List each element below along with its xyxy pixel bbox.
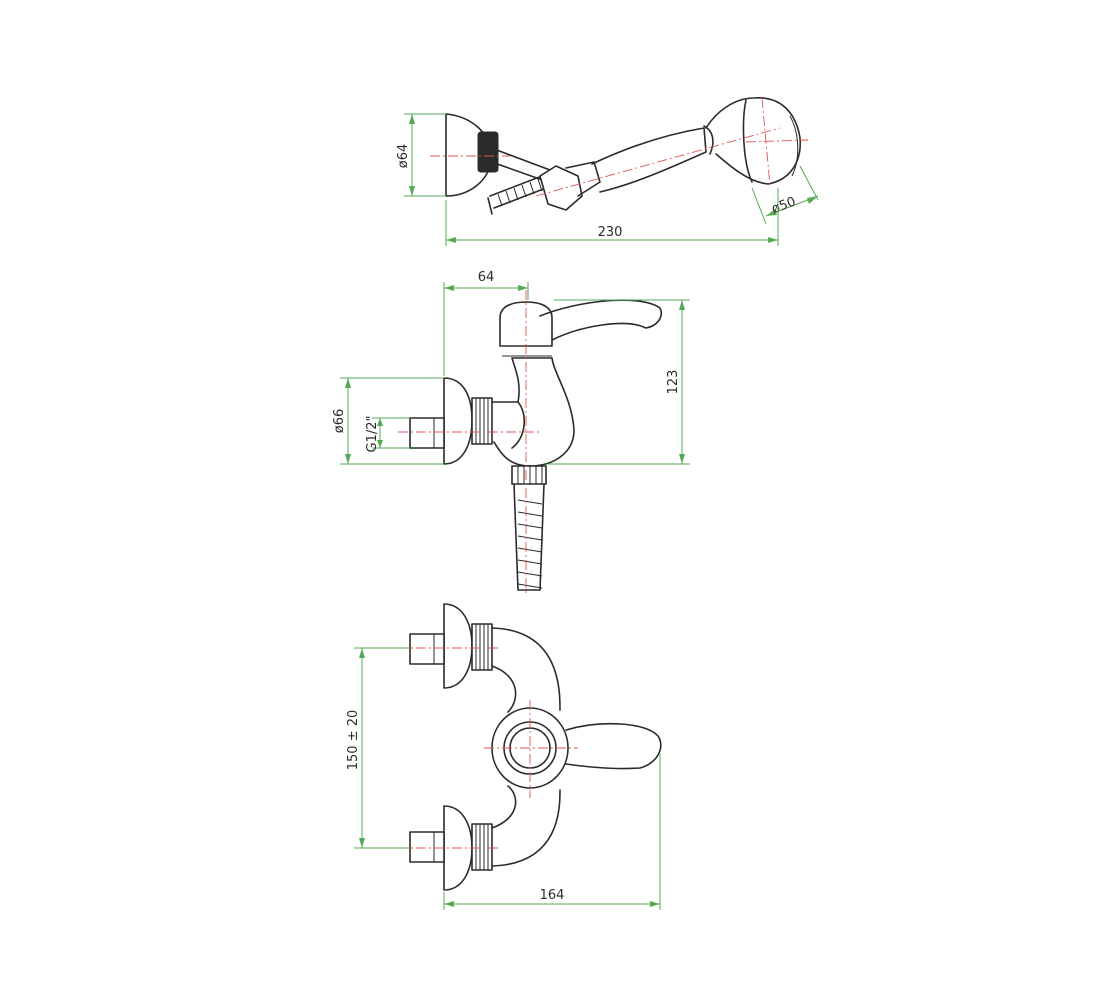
shower-handle: [591, 127, 707, 193]
mixer-side-view: 64 123 ø66 G1/2": [332, 270, 690, 596]
front-upper-flange: [443, 603, 473, 689]
mixer-front-view: 150 ± 20 164: [346, 603, 662, 910]
dim-height-123: 123: [666, 370, 681, 395]
side-mixer-body: [491, 357, 575, 467]
side-union-nut: [471, 397, 493, 445]
shower-hose-stub: [489, 175, 547, 209]
shower-head: [705, 97, 801, 185]
front-lower-nut: [471, 823, 493, 871]
dim-width-164: 164: [540, 888, 565, 903]
hand-shower-view: ø64 ø50 230: [396, 97, 819, 246]
dim-depth-64: 64: [478, 270, 495, 285]
side-cartridge-cap: [499, 301, 553, 347]
front-upper-nipple: [409, 633, 445, 665]
side-shower-hose: [513, 483, 545, 591]
front-lever: [565, 722, 662, 770]
side-inlet-nipple: [409, 417, 445, 449]
front-lower-nipple: [409, 831, 445, 863]
shower-bracket-ring: [477, 131, 499, 173]
side-lever: [539, 299, 662, 341]
shower-connector-nut: [539, 165, 583, 211]
side-hose-nut: [511, 465, 547, 485]
dim-flange-66: ø66: [332, 409, 347, 434]
dim-thread-g12: G1/2": [365, 416, 380, 453]
front-mixer-body: [491, 627, 561, 867]
dim-spray-50: ø50: [770, 194, 798, 216]
dim-length-230: 230: [598, 225, 623, 240]
front-upper-nut: [471, 623, 493, 671]
side-wall-flange: [443, 377, 473, 465]
dim-centers-150: 150 ± 20: [346, 710, 361, 771]
dim-flange-64: ø64: [396, 144, 411, 169]
